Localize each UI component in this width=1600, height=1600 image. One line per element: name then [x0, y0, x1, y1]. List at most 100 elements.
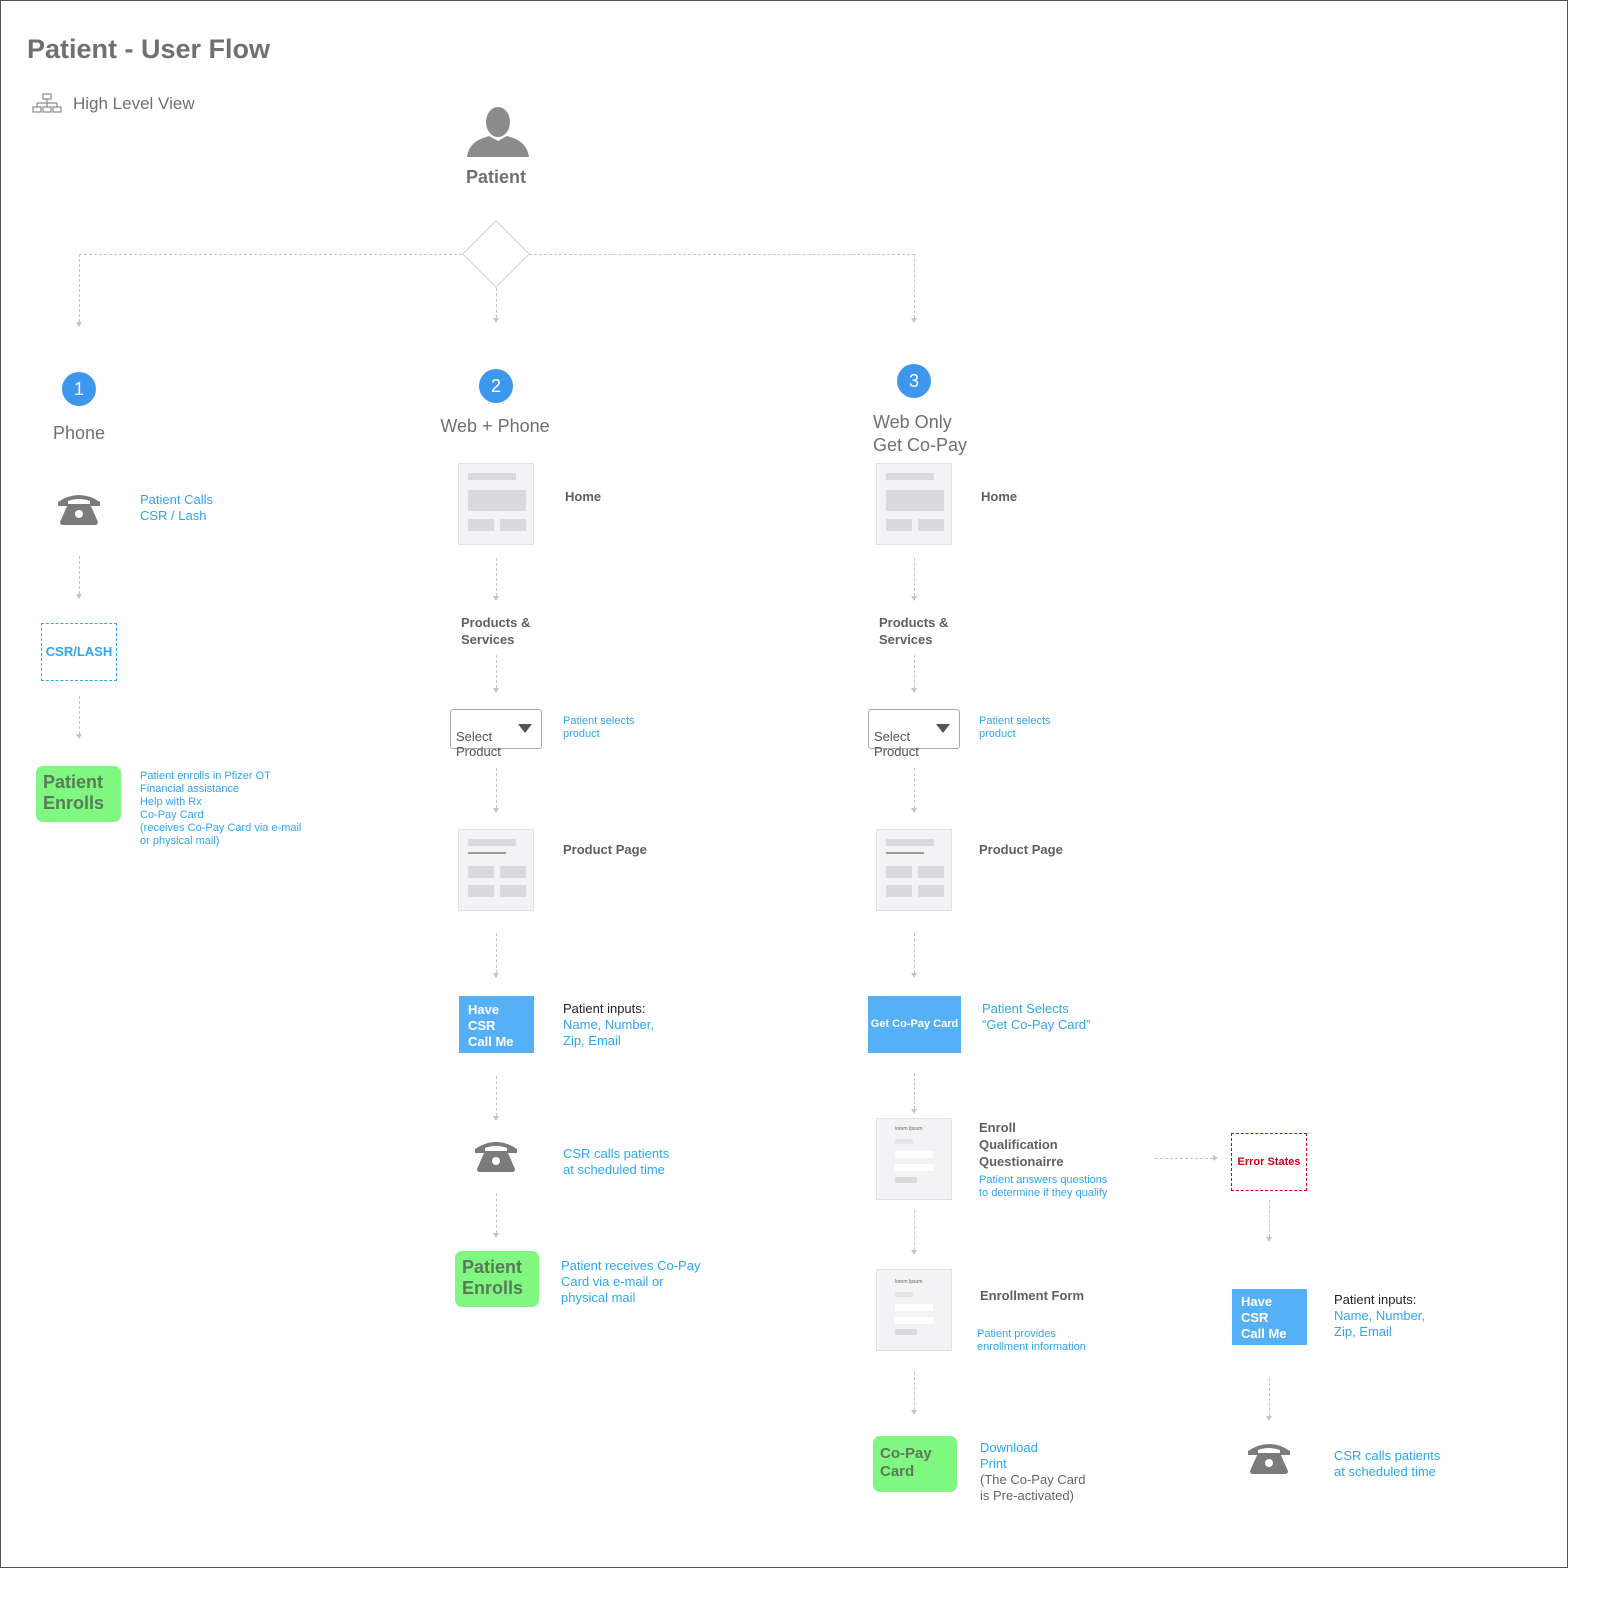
patient-enrolls-note: Patient enrolls in Pfizer OT Financial a… [140, 770, 302, 847]
have-csr-call-me-button[interactable]: Have CSR Call Me [1232, 1289, 1307, 1345]
flow-line [1269, 1200, 1270, 1237]
arrow-down [76, 734, 82, 739]
thumbnail-text: lorem Ipsum [895, 1126, 923, 1132]
product-page-thumbnail [458, 829, 534, 911]
phone-icon [475, 1142, 517, 1172]
arrow-down [911, 596, 917, 601]
questionnaire-label: Enroll Qualification Questionairre [979, 1120, 1064, 1169]
phone-icon [1248, 1444, 1290, 1474]
step-number-2: 2 [479, 369, 513, 403]
step-number-3: 3 [897, 364, 931, 398]
arrow-down [76, 322, 82, 327]
flow-line [496, 933, 497, 973]
patient-selects-note: Patient selects product [563, 715, 635, 740]
flow-line [496, 558, 497, 596]
arrow-down [911, 1109, 917, 1114]
patient-calls-note: Patient Calls CSR / Lash [140, 492, 213, 523]
select-product-dropdown[interactable]: Select Product [868, 709, 960, 759]
thumbnail-text: lorem Ipsum [895, 1279, 923, 1285]
home-label: Home [981, 489, 1018, 504]
csr-calls-note: CSR calls patients at scheduled time [563, 1146, 670, 1177]
branch-line-left [79, 254, 462, 255]
page-title: Patient - User Flow [27, 34, 271, 64]
home-page-thumbnail [876, 463, 952, 545]
download-print-note: Download Print [980, 1440, 1038, 1471]
select-product-label: Select Product [874, 729, 919, 759]
home-page-thumbnail [458, 463, 534, 545]
flow-line [914, 768, 915, 808]
product-page-label: Product Page [979, 842, 1063, 857]
patient-selects-copay-note: Patient Selects “Get Co-Pay Card” [982, 1001, 1091, 1032]
csr-calls-note: CSR calls patients at scheduled time [1334, 1448, 1441, 1479]
arrow-down [911, 1410, 917, 1415]
flow-line [914, 1073, 915, 1109]
copay-card-box: Co-Pay Card [873, 1436, 957, 1492]
patient-selects-note: Patient selects product [979, 715, 1051, 740]
arrow-down [493, 973, 499, 978]
preactivated-note: (The Co-Pay Card is Pre-activated) [980, 1472, 1086, 1503]
patient-enrolls-box: Patient Enrolls [455, 1251, 539, 1307]
patient-inputs-title: Patient inputs: [1334, 1292, 1417, 1307]
flow-line [914, 1210, 915, 1250]
flow-line [496, 1193, 497, 1233]
high-level-view-label: High Level View [73, 94, 195, 113]
arrow-down [1266, 1237, 1272, 1242]
arrow-right [1213, 1155, 1218, 1161]
branch-down-1 [79, 254, 80, 322]
enrollment-form-note: Patient provides enrollment information [977, 1328, 1086, 1353]
select-product-dropdown[interactable]: Select Product [450, 709, 542, 759]
flow-line [914, 558, 915, 596]
csr-lash-box: CSR/LASH [41, 623, 117, 681]
get-copay-card-button[interactable]: Get Co-Pay Card [868, 996, 961, 1053]
flow-line [79, 556, 80, 594]
arrow-down [1266, 1416, 1272, 1421]
patient-inputs-note: Name, Number, Zip, Email [1334, 1308, 1426, 1339]
caret-down-icon [518, 724, 532, 733]
branch-line-right [529, 254, 915, 255]
arrow-down [493, 1233, 499, 1238]
have-csr-call-me-button[interactable]: Have CSR Call Me [459, 996, 534, 1053]
flow-line [1269, 1378, 1270, 1416]
flow-line [914, 933, 915, 973]
arrow-down [911, 318, 917, 323]
questionnaire-note: Patient answers questions to determine i… [979, 1174, 1108, 1199]
products-services-label: Products & Services [461, 615, 531, 647]
flow-line [914, 1372, 915, 1410]
flow-line [496, 655, 497, 688]
product-page-thumbnail [876, 829, 952, 911]
questionnaire-thumbnail: lorem Ipsum [876, 1118, 952, 1200]
arrow-down [911, 973, 917, 978]
column-title-phone: Phone [52, 423, 106, 443]
enrollment-form-thumbnail: lorem Ipsum [876, 1269, 952, 1351]
patient-enrolls-box: Patient Enrolls [36, 766, 121, 822]
flow-line [79, 696, 80, 734]
select-product-label: Select Product [456, 729, 501, 759]
branch-down-3 [914, 254, 915, 318]
arrow-down [493, 596, 499, 601]
patient-inputs-note: Name, Number, Zip, Email [563, 1017, 655, 1048]
enrollment-form-label: Enrollment Form [980, 1288, 1085, 1303]
products-services-label: Products & Services [879, 615, 949, 647]
patient-receives-note: Patient receives Co-Pay Card via e-mail … [561, 1258, 701, 1305]
root-patient-label: Patient [465, 167, 526, 187]
product-page-label: Product Page [563, 842, 647, 857]
flow-line [496, 768, 497, 808]
arrow-down [493, 318, 499, 323]
branch-down-2 [496, 288, 497, 318]
flow-line [914, 655, 915, 688]
home-label: Home [565, 489, 602, 504]
error-states-box: Error States [1231, 1133, 1307, 1191]
caret-down-icon [936, 724, 950, 733]
sitemap-icon [32, 93, 62, 113]
diagram-frame [0, 0, 1568, 1568]
column-title-web-only: Web Only Get Co-Pay [873, 412, 968, 455]
user-avatar-icon [467, 107, 529, 157]
error-branch-line [1155, 1158, 1213, 1159]
arrow-down [911, 1250, 917, 1255]
arrow-down [76, 594, 82, 599]
patient-inputs-title: Patient inputs: [563, 1001, 646, 1016]
arrow-down [911, 808, 917, 813]
arrow-down [493, 688, 499, 693]
arrow-down [911, 688, 917, 693]
column-title-web-phone: Web + Phone [440, 416, 550, 436]
